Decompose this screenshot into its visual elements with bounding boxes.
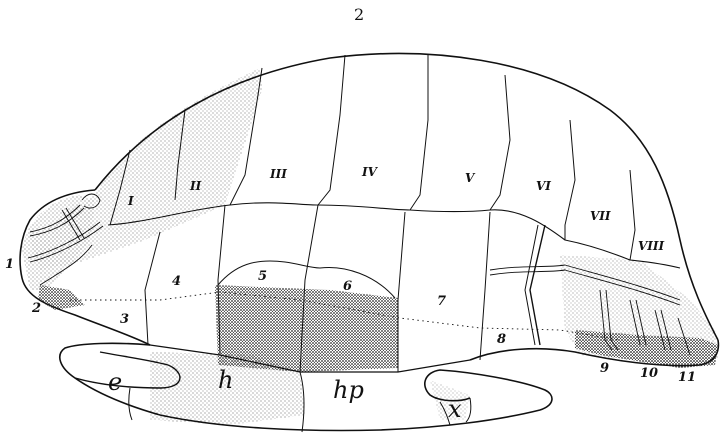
label-marginal-2: 2 — [31, 301, 41, 316]
label-marginal-10: 10 — [640, 366, 658, 381]
label-plastron-x: x — [448, 395, 462, 423]
label-vertebral-IV: IV — [361, 165, 379, 179]
label-vertebral-V: V — [465, 171, 476, 185]
figure-number: 2 — [354, 5, 364, 24]
label-pleural-VIII: VIII — [638, 239, 665, 253]
label-marginal-5: 5 — [258, 269, 267, 284]
seam-v6 — [630, 170, 635, 260]
seam-v2 — [318, 55, 345, 205]
label-marginal-8: 8 — [497, 332, 506, 347]
label-plastron-hp: hp — [333, 376, 364, 404]
seam-m5 — [480, 212, 490, 360]
seam-m4 — [398, 212, 405, 372]
label-marginal-6: 6 — [343, 279, 352, 294]
seam-v3 — [410, 55, 428, 210]
seam-m6 — [530, 225, 545, 345]
label-marginal-11: 11 — [678, 370, 696, 385]
stipple-front-edge — [22, 195, 95, 290]
label-plastron-e: e — [108, 368, 122, 396]
label-marginal-7: 7 — [437, 294, 446, 309]
seam-m1 — [145, 232, 160, 345]
label-plastron-h: h — [218, 366, 233, 394]
plastron-seam-e — [129, 388, 132, 420]
stipple-front-dark — [38, 285, 85, 310]
seam-v4 — [490, 75, 510, 210]
label-marginal-4: 4 — [172, 274, 181, 289]
seam-v5 — [565, 120, 575, 240]
label-pleural-VII: VII — [590, 209, 611, 223]
label-marginal-1: 1 — [5, 257, 14, 272]
label-marginal-3: 3 — [120, 312, 129, 327]
label-pleural-II: II — [189, 179, 202, 193]
label-pleural-I: I — [127, 194, 134, 208]
label-vertebral-VI: VI — [536, 179, 551, 193]
label-vertebral-III: III — [269, 167, 287, 181]
label-marginal-9: 9 — [600, 361, 609, 376]
